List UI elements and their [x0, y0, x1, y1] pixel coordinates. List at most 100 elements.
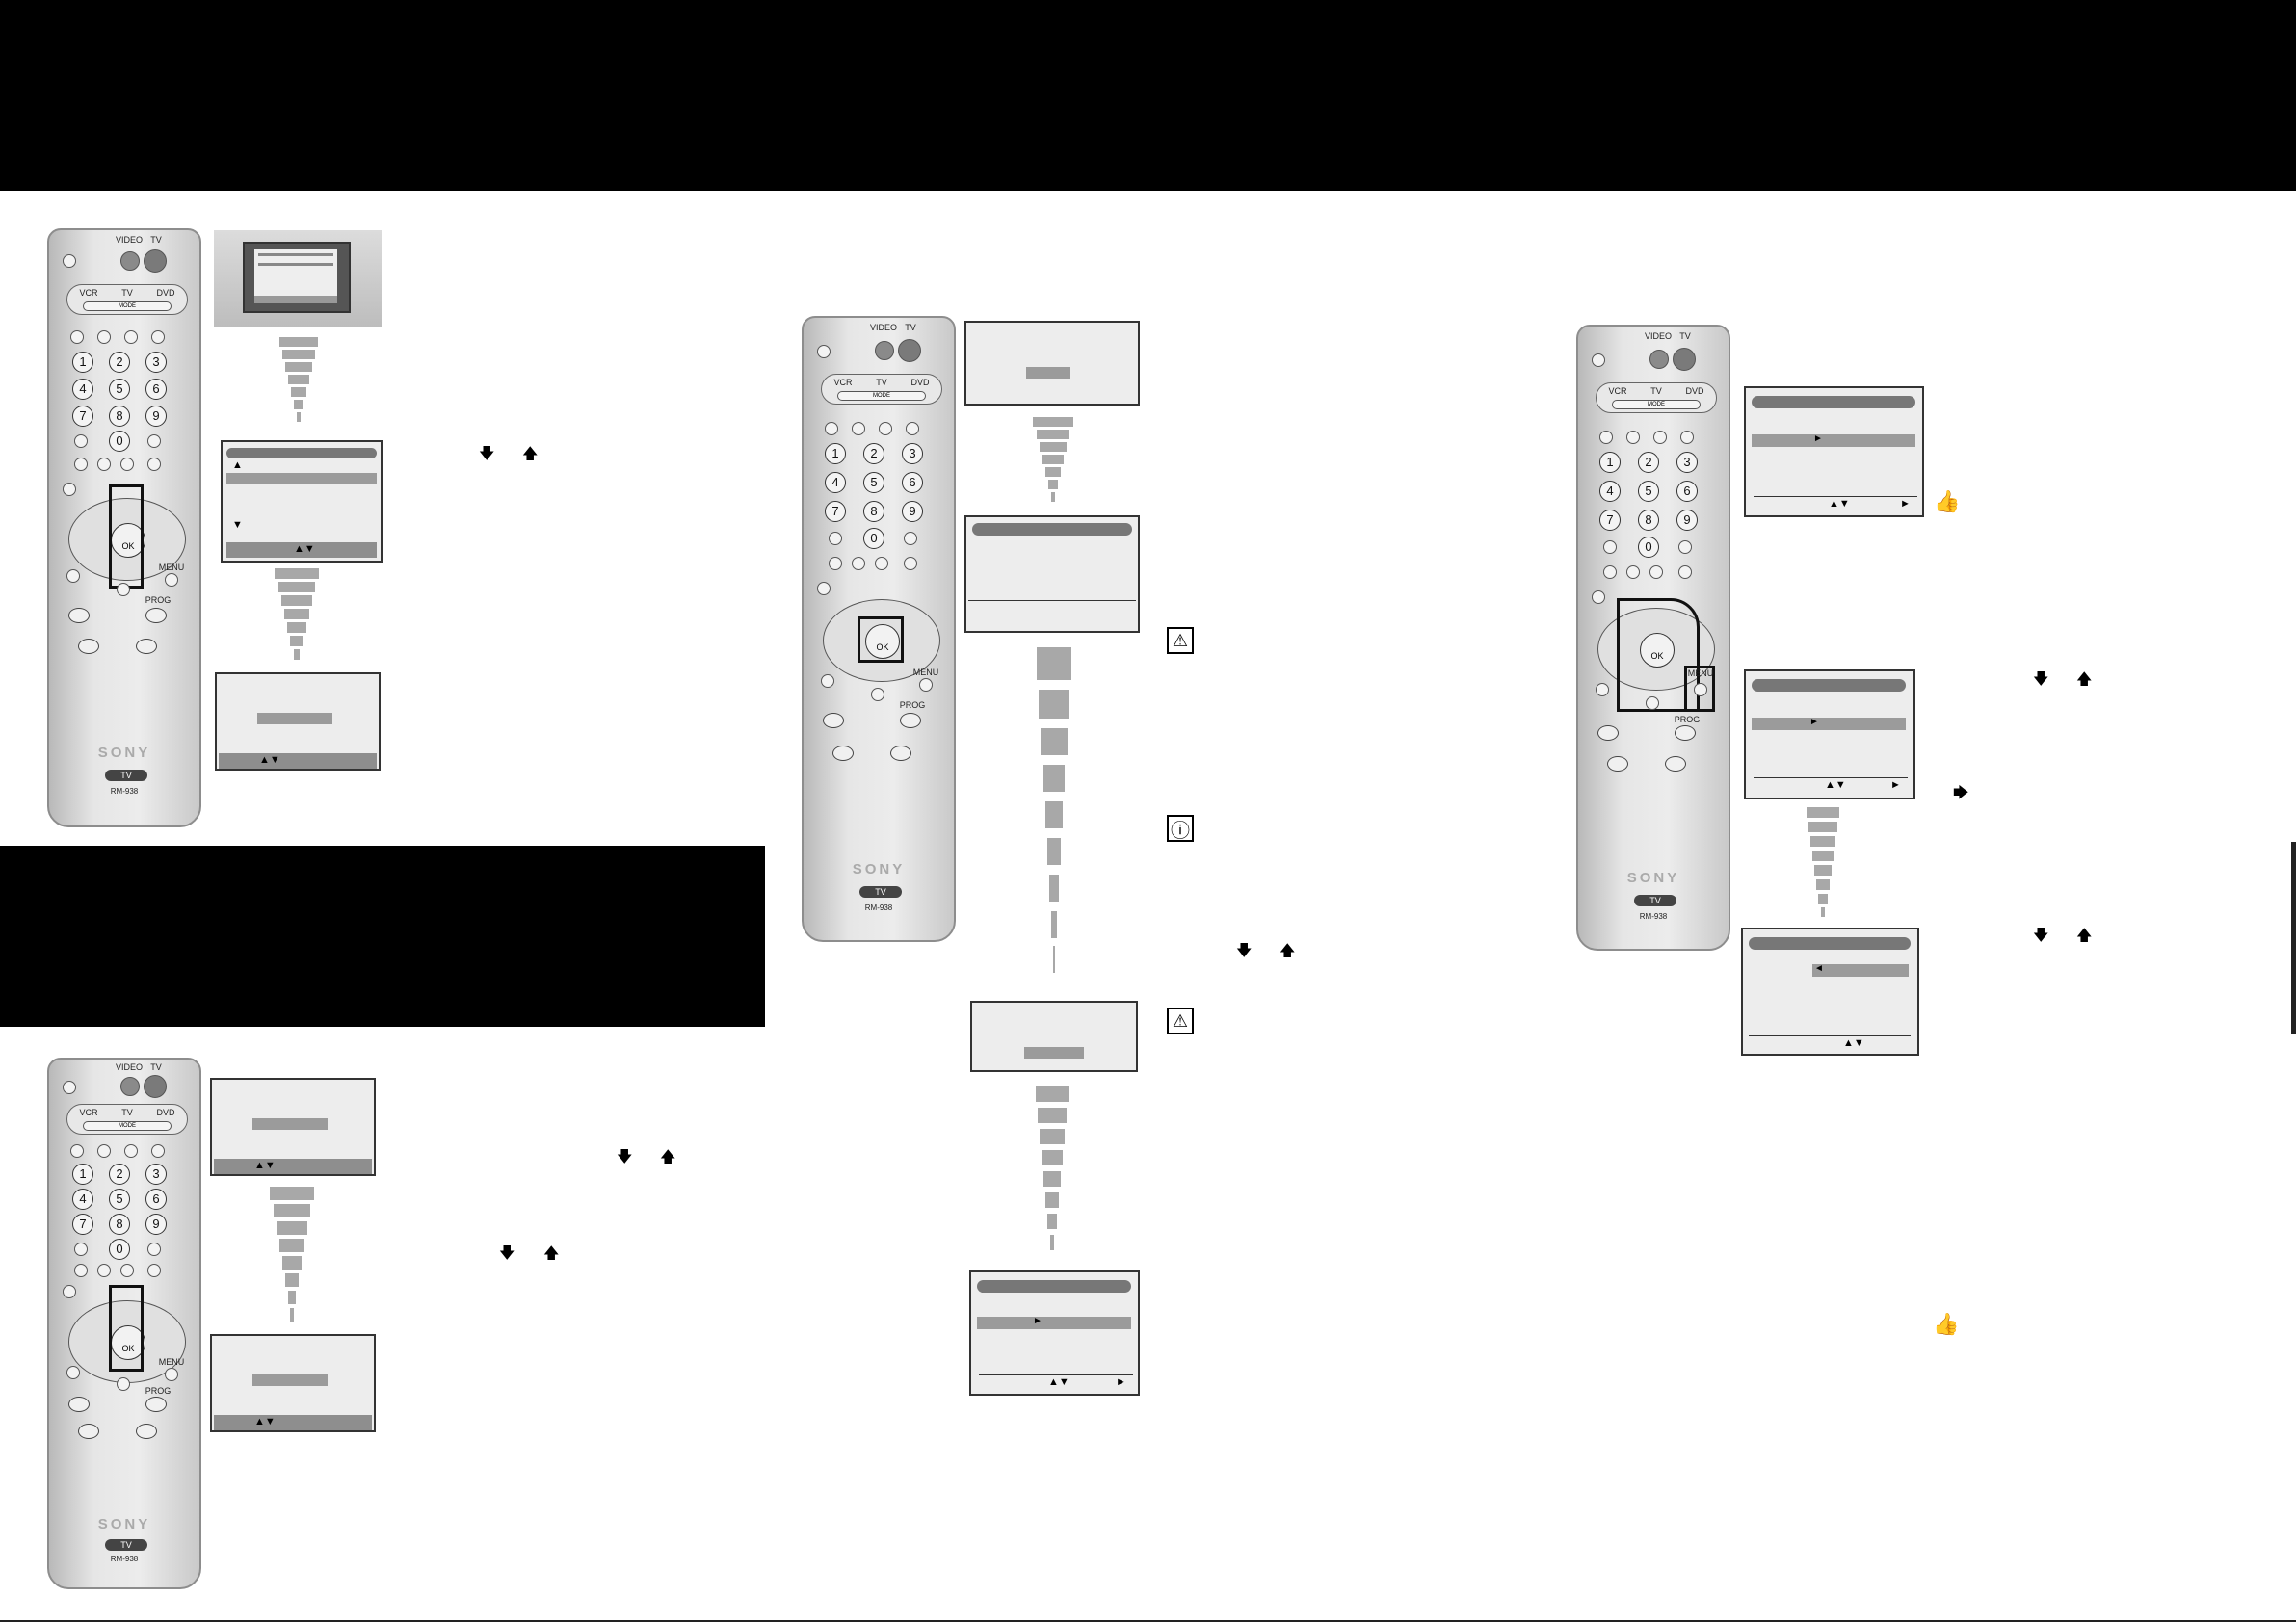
extra-button-1[interactable]: [78, 1424, 99, 1439]
color-button-4[interactable]: [147, 1264, 161, 1277]
digit-4-button[interactable]: 4: [72, 379, 93, 400]
color-button-3[interactable]: [120, 1264, 134, 1277]
prog-button[interactable]: [1675, 725, 1696, 741]
digit-1-button[interactable]: 1: [72, 1164, 93, 1185]
teletext-button[interactable]: [1603, 540, 1617, 554]
func-button-2[interactable]: [1626, 431, 1640, 444]
digit-9-button[interactable]: 9: [1676, 510, 1698, 531]
func-button-2[interactable]: [97, 330, 111, 344]
digit-1-button[interactable]: 1: [825, 443, 846, 464]
color-button-3[interactable]: [875, 557, 888, 570]
color-button-4[interactable]: [1678, 565, 1692, 579]
guide-button[interactable]: [117, 583, 130, 596]
digit-5-button[interactable]: 5: [109, 1189, 130, 1210]
color-button-2[interactable]: [852, 557, 865, 570]
navigation-pad[interactable]: OK: [823, 599, 940, 682]
extra-button-1[interactable]: [832, 746, 854, 761]
video-power-button[interactable]: [120, 1077, 140, 1096]
digit-0-button[interactable]: 0: [109, 1239, 130, 1260]
digit-3-button[interactable]: 3: [1676, 452, 1698, 473]
color-button-3[interactable]: [120, 458, 134, 471]
mode-selector[interactable]: VCR TV DVD MODE: [66, 284, 188, 315]
navigation-pad[interactable]: OK: [68, 498, 186, 581]
digit-5-button[interactable]: 5: [1638, 481, 1659, 502]
func-button-3[interactable]: [1653, 431, 1667, 444]
func-button-4[interactable]: [151, 1144, 165, 1158]
color-button-4[interactable]: [904, 557, 917, 570]
digit-3-button[interactable]: 3: [902, 443, 923, 464]
display-button[interactable]: [63, 483, 76, 496]
digit-6-button[interactable]: 6: [145, 379, 167, 400]
digit-9-button[interactable]: 9: [145, 406, 167, 427]
color-button-2[interactable]: [97, 458, 111, 471]
digit-0-button[interactable]: 0: [863, 528, 884, 549]
digit-8-button[interactable]: 8: [109, 1214, 130, 1235]
digit-2-button[interactable]: 2: [109, 1164, 130, 1185]
video-power-button[interactable]: [120, 251, 140, 271]
digit-9-button[interactable]: 9: [902, 501, 923, 522]
digit-8-button[interactable]: 8: [1638, 510, 1659, 531]
digit-6-button[interactable]: 6: [1676, 481, 1698, 502]
swap-button[interactable]: [147, 1243, 161, 1256]
vol-button[interactable]: [68, 608, 90, 623]
func-button-3[interactable]: [124, 330, 138, 344]
rec-button[interactable]: [1596, 683, 1609, 696]
digit-2-button[interactable]: 2: [863, 443, 884, 464]
vol-button[interactable]: [68, 1397, 90, 1412]
rec-button[interactable]: [66, 569, 80, 583]
mute-button[interactable]: [63, 1081, 76, 1094]
digit-9-button[interactable]: 9: [145, 1214, 167, 1235]
digit-6-button[interactable]: 6: [902, 472, 923, 493]
digit-7-button[interactable]: 7: [825, 501, 846, 522]
tv-power-button[interactable]: [144, 249, 167, 273]
swap-button[interactable]: [1678, 540, 1692, 554]
guide-button[interactable]: [1646, 696, 1659, 710]
digit-0-button[interactable]: 0: [1638, 537, 1659, 558]
menu-button[interactable]: [165, 1368, 178, 1381]
color-button-1[interactable]: [74, 1264, 88, 1277]
color-button-1[interactable]: [829, 557, 842, 570]
func-button-1[interactable]: [70, 1144, 84, 1158]
ok-button[interactable]: OK: [111, 1325, 145, 1360]
digit-7-button[interactable]: 7: [72, 406, 93, 427]
tv-power-button[interactable]: [898, 339, 921, 362]
digit-3-button[interactable]: 3: [145, 1164, 167, 1185]
digit-5-button[interactable]: 5: [863, 472, 884, 493]
digit-1-button[interactable]: 1: [1599, 452, 1621, 473]
func-button-2[interactable]: [97, 1144, 111, 1158]
mode-selector[interactable]: VCR TV DVD MODE: [66, 1104, 188, 1135]
guide-button[interactable]: [871, 688, 884, 701]
func-button-1[interactable]: [825, 422, 838, 435]
digit-6-button[interactable]: 6: [145, 1189, 167, 1210]
digit-2-button[interactable]: 2: [1638, 452, 1659, 473]
mute-button[interactable]: [817, 345, 831, 358]
color-button-4[interactable]: [147, 458, 161, 471]
extra-button-2[interactable]: [136, 1424, 157, 1439]
mute-button[interactable]: [63, 254, 76, 268]
func-button-1[interactable]: [70, 330, 84, 344]
vol-button[interactable]: [1597, 725, 1619, 741]
ok-button[interactable]: OK: [1640, 633, 1675, 668]
menu-button[interactable]: [165, 573, 178, 587]
digit-7-button[interactable]: 7: [72, 1214, 93, 1235]
extra-button-1[interactable]: [78, 639, 99, 654]
video-power-button[interactable]: [1649, 350, 1669, 369]
func-button-4[interactable]: [151, 330, 165, 344]
func-button-1[interactable]: [1599, 431, 1613, 444]
vol-button[interactable]: [823, 713, 844, 728]
digit-7-button[interactable]: 7: [1599, 510, 1621, 531]
ok-button[interactable]: OK: [865, 624, 900, 659]
menu-button[interactable]: [1694, 683, 1707, 696]
prog-button[interactable]: [900, 713, 921, 728]
swap-button[interactable]: [904, 532, 917, 545]
func-button-3[interactable]: [124, 1144, 138, 1158]
extra-button-1[interactable]: [1607, 756, 1628, 772]
digit-4-button[interactable]: 4: [825, 472, 846, 493]
teletext-button[interactable]: [74, 1243, 88, 1256]
display-button[interactable]: [1592, 590, 1605, 604]
display-button[interactable]: [817, 582, 831, 595]
display-button[interactable]: [63, 1285, 76, 1298]
func-button-4[interactable]: [1680, 431, 1694, 444]
digit-4-button[interactable]: 4: [1599, 481, 1621, 502]
rec-button[interactable]: [66, 1366, 80, 1379]
